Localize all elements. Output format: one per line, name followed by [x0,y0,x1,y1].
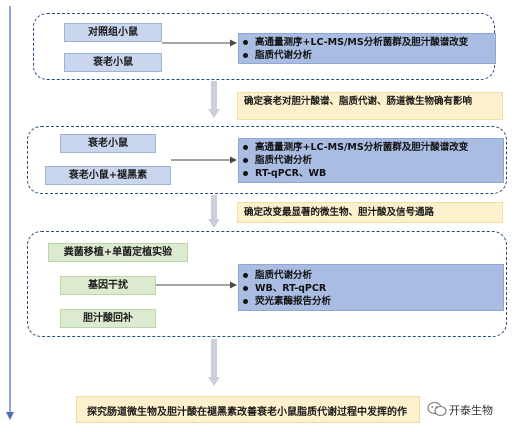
section-3-frame [27,231,507,337]
method-label-bile-acid-supplement: 胆汁酸回补 [60,309,156,328]
group-label-control-mice: 对照组小鼠 [64,23,162,42]
result-item: RT-qPCR、WB [239,167,503,180]
method-label-fmt: 粪菌移植+单菌定植实验 [48,243,188,262]
section-2-frame [27,126,507,194]
arrow-icon [162,39,237,47]
result-item: 脂质代谢分析 [239,269,503,282]
watermark-brand: 开泰生物 [449,404,493,417]
result-item: WB、RT-qPCR [239,282,503,295]
final-objective-text: 探究肠道微生物及胆汁酸在褪黑素改善衰老小鼠脂质代谢过程中发挥的作 [87,407,407,418]
result-item: 荧光素酶报告分析 [239,295,503,308]
result-item: 脂质代谢分析 [239,49,495,62]
group-label-aged-mice-melatonin: 衰老小鼠+褪黑素 [45,166,171,185]
conclusion-2: 确定改变最显著的微生物、胆汁酸及信号通路 [237,202,503,223]
watermark: 开泰生物 [427,400,511,420]
result-box-2: 高通量测序+LC-MS/MS分析菌群及胆汁酸谱改变 脂质代谢分析 RT-qPCR… [238,138,504,183]
conclusion-1: 确定衰老对胆汁酸谱、脂质代谢、肠道微生物确有影响 [237,92,503,120]
result-box-3: 脂质代谢分析 WB、RT-qPCR 荧光素酶报告分析 [238,264,504,311]
method-label-gene-knockdown: 基因干扰 [60,276,156,295]
down-arrow-icon [208,81,220,118]
arrow-icon [156,281,237,289]
result-item: 高通量测序+LC-MS/MS分析菌群及胆汁酸谱改变 [239,141,503,154]
arrow-icon [171,156,237,164]
group-label-aged-mice: 衰老小鼠 [60,134,156,153]
result-box-1: 高通量测序+LC-MS/MS分析菌群及胆汁酸谱改变 脂质代谢分析 [238,33,496,64]
down-arrow-icon [208,339,220,386]
down-arrow-icon [208,195,220,228]
group-label-aged-mice: 衰老小鼠 [64,53,162,72]
result-item: 高通量测序+LC-MS/MS分析菌群及胆汁酸谱改变 [239,36,495,49]
result-item: 脂质代谢分析 [239,154,503,167]
final-objective: 探究肠道微生物及胆汁酸在褪黑素改善衰老小鼠脂质代谢过程中发挥的作 [76,396,420,423]
wechat-logo-icon [427,401,447,417]
